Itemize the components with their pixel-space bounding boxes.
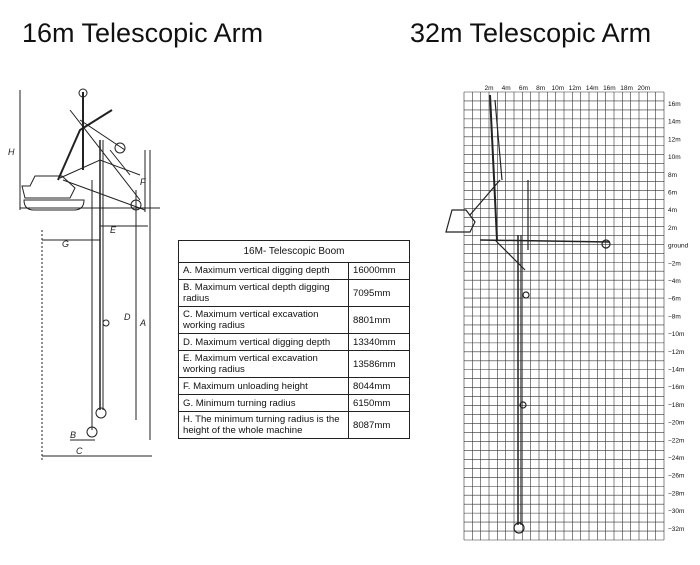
right-tick-label: 14m [668,119,681,126]
row-value: 6150mm [348,394,410,413]
top-tick-label: 4m [502,85,511,92]
bucket-32m-4 [601,239,611,249]
label-E: E [110,225,117,235]
label-A: A [139,318,146,328]
right-tick-label: 12m [668,136,681,143]
boom-32m [489,94,498,241]
top-tick-label: 12m [569,85,582,92]
bucket-1 [114,142,126,154]
arm-diag-32m [494,239,526,271]
right-tick-label: 4m [668,207,677,214]
bucket-32m-3 [522,291,530,299]
right-tick-label: −16m [668,384,684,391]
table-row: H. The minimum turning radius is the hei… [178,411,410,440]
row-label: C. Maximum vertical excavation working r… [178,306,349,335]
top-tick-label: 18m [620,85,633,92]
right-tick-label: −14m [668,367,684,374]
right-tick-label: −10m [668,331,684,338]
label-C: C [76,446,83,456]
row-value: 13340mm [348,333,410,352]
right-tick-label: −22m [668,437,684,444]
top-tick-label: 2m [484,85,493,92]
right-tick-label: ground [668,243,689,250]
row-label: B. Maximum vertical depth digging radius [178,278,349,308]
table-row: E. Maximum vertical excavation working r… [178,350,410,379]
arm-diag-2 [69,109,141,201]
label-F: F [140,177,146,187]
table-row: C. Maximum vertical excavation working r… [178,306,410,335]
label-H: H [8,147,15,157]
boom [57,109,113,181]
bucket-32m-2 [519,401,527,409]
right-tick-label: −8m [668,313,681,320]
machine-32m [445,94,611,534]
row-value: 13586mm [348,350,410,379]
right-tick-label: 8m [668,172,677,179]
table-row: B. Maximum vertical depth digging radius… [178,278,410,308]
right-tick-label: −26m [668,473,684,480]
top-tick-label: 10m [551,85,564,92]
bucket-5 [86,426,98,438]
arm-diag-3 [79,119,126,151]
label-D: D [124,312,131,322]
row-value: 8801mm [348,306,410,335]
row-label: F. Maximum unloading height [178,377,349,396]
row-value: 7095mm [348,278,410,308]
top-tick-label: 8m [536,85,545,92]
title-16m: 16m Telescopic Arm [22,18,264,48]
label-G: G [62,239,69,249]
row-label: A. Maximum vertical digging depth [178,262,349,280]
bucket-4 [95,407,107,419]
track [23,199,85,211]
right-tick-label: −28m [668,490,684,497]
boom-32m-c [469,179,501,216]
spec-table: 16M- Telescopic Boom A. Maximum vertical… [178,240,410,440]
bucket-2 [78,88,88,98]
row-value: 8044mm [348,377,410,396]
row-value: 16000mm [348,262,410,280]
row-value: 8087mm [348,411,410,440]
right-tick-label: −24m [668,455,684,462]
row-label: E. Maximum vertical excavation working r… [178,350,349,379]
row-label: G. Minimum turning radius [178,394,349,413]
label-B: B [70,430,76,440]
right-tick-label: −18m [668,402,684,409]
right-tick-label: 6m [668,190,677,197]
top-tick-label: 20m [637,85,650,92]
row-label: D. Maximum vertical digging depth [178,333,349,352]
row-label: H. The minimum turning radius is the hei… [178,411,349,440]
title-32m: 32m Telescopic Arm [410,18,652,48]
right-tick-label: −30m [668,508,684,515]
right-tick-label: 16m [668,101,681,108]
top-tick-label: 6m [519,85,528,92]
right-tick-label: −12m [668,349,684,356]
spec-table-header: 16M- Telescopic Boom [178,240,410,263]
right-tick-label: −32m [668,526,684,533]
right-tick-label: −6m [668,296,681,303]
top-tick-label: 14m [586,85,599,92]
right-tick-label: 10m [668,154,681,161]
right-tick-label: −4m [668,278,681,285]
excavator-body [21,175,76,199]
right-tick-label: 2m [668,225,677,232]
top-tick-label: 16m [603,85,616,92]
right-tick-label: −20m [668,420,684,427]
boom-32m-b [494,99,503,181]
excavator-32m-body [445,209,476,233]
bucket-32m-1 [513,522,525,534]
bucket-6 [102,319,110,327]
arm-horizontal [479,239,611,243]
right-tick-label: −2m [668,260,681,267]
arm-diag-4 [109,149,131,176]
